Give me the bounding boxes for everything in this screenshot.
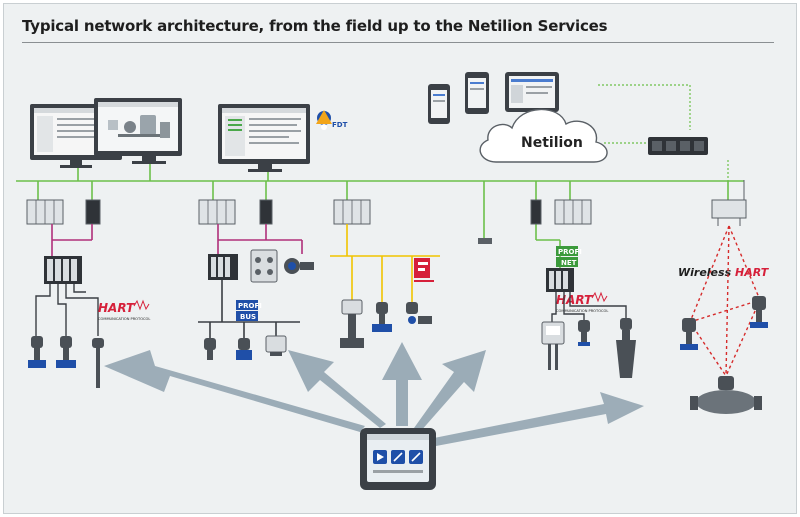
ethernet-network	[16, 163, 744, 268]
profibus-label-bottom: BUS	[240, 313, 256, 321]
profibus-logo: PROFI BUS	[236, 300, 262, 321]
wireless-hart-label-italic: Wireless	[678, 266, 732, 279]
remote-io-profibus	[208, 249, 314, 283]
arrow-to-hart-devices	[104, 350, 365, 432]
cloud-label: Netilion	[521, 135, 583, 151]
profibus-wiring	[198, 280, 300, 338]
field-tablet	[360, 428, 436, 490]
wireless-links	[689, 225, 761, 377]
controller-slots	[35, 200, 583, 224]
profibus-label-top: PROFI	[238, 302, 262, 310]
wireless-gateway	[717, 180, 745, 226]
arrow-to-profibus-devices	[288, 350, 386, 428]
control-workstation	[30, 98, 182, 168]
hart-field-wiring	[35, 284, 99, 336]
wireless-field-devices	[680, 296, 768, 414]
hart-sublabel-right: COMMUNICATION PROTOCOL	[556, 309, 608, 313]
hart-label-left: HART	[98, 301, 135, 315]
hart-field-devices	[28, 336, 104, 388]
arrow-to-profinet-devices	[414, 350, 486, 432]
hart-logo-left: HART COMMUNICATION PROTOCOL	[98, 299, 150, 321]
profinet-hart-wiring	[551, 292, 627, 322]
service-arrows	[104, 342, 644, 446]
controllers	[26, 199, 747, 225]
mobile-devices	[428, 72, 559, 124]
hart-logo-right: HART COMMUNICATION PROTOCOL	[556, 291, 608, 313]
wireless-hart-logo: Wireless HART	[678, 266, 770, 279]
edge-gateway	[648, 137, 708, 155]
profinet-field-devices	[541, 318, 636, 378]
profinet-logo: PROFI NET	[556, 246, 582, 267]
arrow-to-wireless-devices	[434, 392, 644, 446]
cloud-links	[598, 84, 729, 181]
remote-io-profinet	[546, 268, 574, 292]
fieldbus-wiring	[330, 224, 440, 302]
network-switch	[478, 238, 492, 244]
netilion-cloud: Netilion	[479, 108, 608, 163]
diagram-title: Typical network architecture, from the f…	[22, 17, 608, 35]
arrow-to-fieldbus-devices	[382, 342, 422, 426]
hart-sublabel-left: COMMUNICATION PROTOCOL	[98, 317, 150, 321]
fdt-logo: FDT	[316, 110, 348, 130]
hart-label-right: HART	[556, 293, 593, 307]
remote-io-hart	[44, 256, 82, 284]
hart-wiring	[51, 224, 303, 256]
profinet-label-top: PROFI	[558, 248, 582, 256]
profinet-label-bottom: NET	[561, 259, 577, 267]
fdt-workstation	[218, 104, 310, 172]
fieldbus-field-devices	[340, 299, 432, 348]
foundation-fieldbus-logo	[414, 258, 434, 282]
title-divider	[22, 42, 774, 43]
wireless-hart-label-bold: HART	[735, 266, 770, 279]
profibus-field-devices	[204, 335, 287, 360]
fdt-label: FDT	[332, 121, 348, 129]
